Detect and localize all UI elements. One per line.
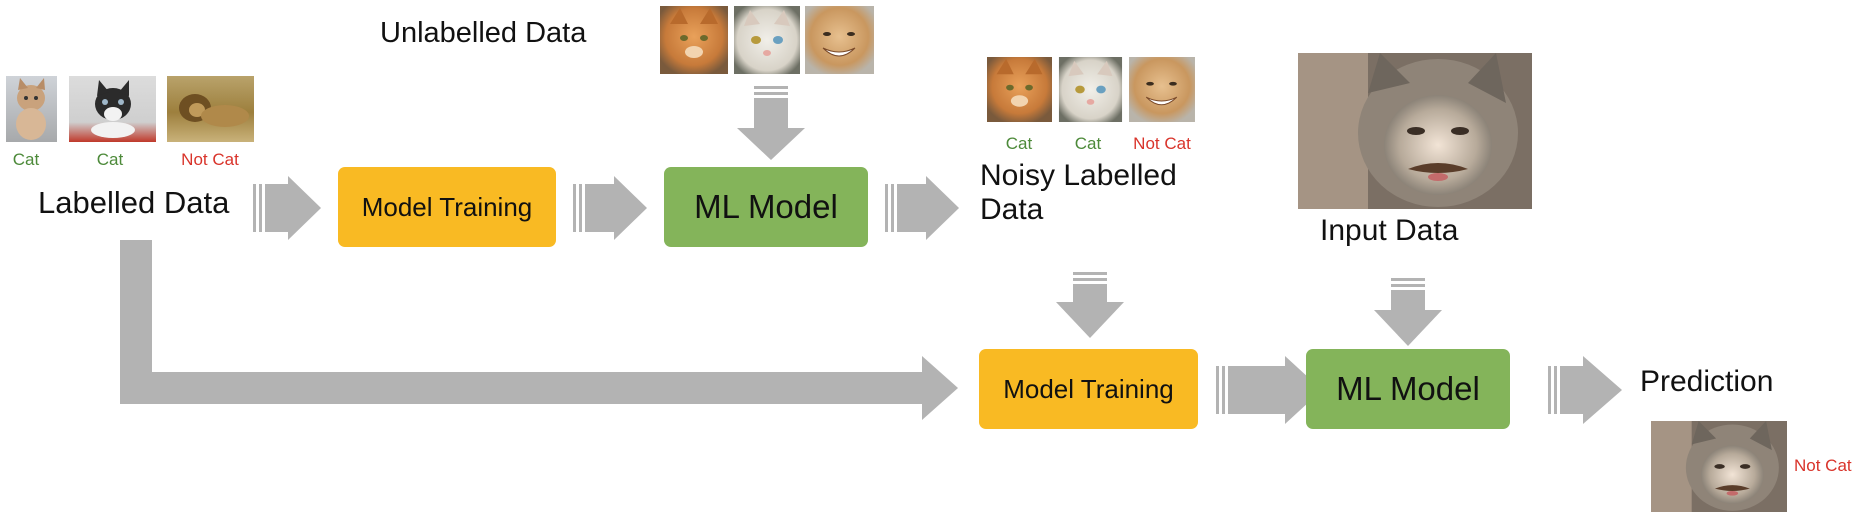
arrow-model-to-noisy bbox=[885, 176, 959, 240]
noisy-image-2 bbox=[1058, 57, 1123, 122]
noisy-image-3 bbox=[1129, 57, 1195, 122]
arrow-labelled-to-bottom-training bbox=[120, 240, 958, 420]
ml-model-box-top: ML Model bbox=[664, 167, 868, 247]
input-data-title: Input Data bbox=[1320, 214, 1459, 247]
white-cat-photo-icon bbox=[1058, 57, 1123, 122]
arrow-training-to-model-bottom bbox=[1216, 356, 1322, 424]
model-training-box-bottom: Model Training bbox=[979, 349, 1198, 429]
orange-cat-photo-icon bbox=[660, 6, 728, 74]
prediction-image bbox=[1651, 421, 1787, 512]
input-image bbox=[1298, 53, 1532, 209]
unlabelled-data-title: Unlabelled Data bbox=[380, 17, 587, 49]
labelled-image-1 bbox=[6, 76, 57, 142]
labelled-image-3-label: Not Cat bbox=[181, 150, 239, 169]
unlabelled-image-1 bbox=[660, 6, 728, 74]
black-white-cat-photo-icon bbox=[69, 76, 156, 142]
human-faced-cat-photo-icon bbox=[1651, 421, 1787, 512]
arrow-model-to-prediction bbox=[1548, 356, 1622, 424]
model-training-box-top: Model Training bbox=[338, 167, 556, 247]
prediction-title: Prediction bbox=[1640, 365, 1774, 398]
kitten-photo-icon bbox=[6, 76, 57, 142]
labelled-data-title: Labelled Data bbox=[38, 185, 230, 220]
orange-cat-photo-icon bbox=[987, 57, 1052, 122]
prediction-label: Not Cat bbox=[1794, 456, 1852, 475]
noisy-data-title-line1: Noisy Labelled bbox=[980, 159, 1177, 192]
labelled-image-2 bbox=[69, 76, 156, 142]
lion-photo-icon bbox=[167, 76, 254, 142]
noisy-image-3-label: Not Cat bbox=[1133, 134, 1191, 153]
arrow-training-to-model-top bbox=[573, 176, 647, 240]
noisy-image-1 bbox=[987, 57, 1052, 122]
arrow-input-to-model bbox=[1374, 278, 1442, 346]
noisy-image-2-label: Cat bbox=[1074, 134, 1102, 153]
arrow-noisy-to-training bbox=[1056, 272, 1124, 338]
smiling-cat-photo-icon bbox=[805, 6, 874, 74]
ml-model-box-bottom: ML Model bbox=[1306, 349, 1510, 429]
labelled-image-2-label: Cat bbox=[96, 150, 124, 169]
white-cat-photo-icon bbox=[734, 6, 800, 74]
noisy-image-1-label: Cat bbox=[1005, 134, 1033, 153]
smiling-cat-photo-icon bbox=[1129, 57, 1195, 122]
unlabelled-image-2 bbox=[734, 6, 800, 74]
arrow-unlabelled-to-model bbox=[737, 86, 805, 160]
labelled-image-3 bbox=[167, 76, 254, 142]
arrow-labelled-to-training bbox=[253, 176, 321, 240]
labelled-image-1-label: Cat bbox=[12, 150, 40, 169]
noisy-data-title-line2: Data bbox=[980, 193, 1044, 226]
unlabelled-image-3 bbox=[805, 6, 874, 74]
human-faced-cat-photo-icon bbox=[1298, 53, 1532, 209]
